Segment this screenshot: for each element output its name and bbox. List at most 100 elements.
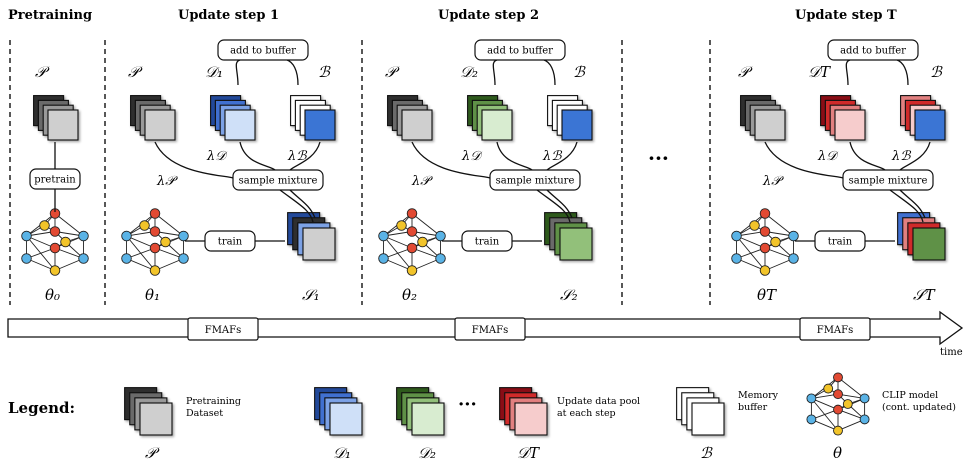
box-train-stepT: train bbox=[814, 230, 866, 252]
symbol-B-step2: ℬ bbox=[573, 63, 586, 81]
fmafs-box-3: FMAFs bbox=[799, 317, 871, 341]
network-node bbox=[149, 208, 161, 219]
header-update-step-1: Update step 1 bbox=[178, 8, 279, 23]
legend-pretraining-line2: Dataset bbox=[186, 408, 223, 419]
network-node bbox=[788, 230, 799, 242]
network-step1 bbox=[121, 208, 189, 276]
network-node bbox=[435, 253, 446, 264]
stack-P-stepT bbox=[740, 95, 786, 141]
network-node bbox=[759, 242, 771, 254]
box-add-to-buffer-step1: add to buffer bbox=[217, 39, 309, 61]
network-node bbox=[859, 414, 870, 425]
network-stepT bbox=[731, 208, 799, 276]
fmafs-label-3: FMAFs bbox=[817, 325, 853, 336]
network-node bbox=[759, 208, 771, 219]
network-node bbox=[749, 220, 760, 231]
networks-layer bbox=[21, 208, 870, 436]
stack-S-step2 bbox=[544, 212, 593, 261]
network-node bbox=[833, 372, 843, 383]
symbol-D1: 𝒟₁ bbox=[205, 63, 223, 81]
network-node bbox=[378, 253, 389, 264]
legend-stack-DT bbox=[499, 387, 548, 436]
box-pretrain-label: pretrain bbox=[34, 175, 76, 186]
stack-S-step1 bbox=[287, 212, 336, 261]
symbol-theta1: θ₁ bbox=[145, 286, 160, 304]
network-node bbox=[149, 265, 161, 276]
stack-B-step1 bbox=[290, 95, 336, 141]
legend-update-pool-label: Update data pool at each step bbox=[557, 396, 640, 419]
network-node bbox=[149, 226, 161, 237]
box-sample-mixture-step1: sample mixture bbox=[232, 169, 324, 191]
stack-pretrain-P bbox=[33, 95, 79, 141]
header-update-step-t: Update step T bbox=[795, 8, 897, 23]
symbol-P-step2: 𝒫 bbox=[385, 63, 400, 81]
network-node bbox=[60, 236, 71, 248]
network-node bbox=[406, 265, 418, 276]
network-node bbox=[49, 242, 61, 254]
legend-symbol-B: ℬ bbox=[700, 444, 713, 461]
fmafs-box-2: FMAFs bbox=[454, 317, 526, 341]
boxes-layer: pretrain add to buffer sample mixture train… bbox=[29, 39, 934, 252]
network-theta0 bbox=[21, 208, 89, 276]
network-node bbox=[859, 393, 870, 404]
header-update-step-2: Update step 2 bbox=[438, 8, 539, 23]
legend-stack-pretraining bbox=[124, 387, 173, 436]
symbol-P-stepT: 𝒫 bbox=[738, 63, 753, 81]
legend-symbol-D1: 𝒟₁ bbox=[333, 444, 351, 461]
legend-ellipsis: ··· bbox=[458, 394, 477, 415]
symbol-thetaT: θT bbox=[757, 286, 777, 304]
stack-P-step1 bbox=[130, 95, 176, 141]
connectors-layer bbox=[54, 59, 931, 242]
fmafs-label-2: FMAFs bbox=[472, 325, 508, 336]
symbol-lambdaB-step2: λℬ bbox=[542, 149, 562, 164]
symbol-lambdaB-stepT: λℬ bbox=[891, 149, 911, 164]
box-train-step1: train bbox=[204, 230, 256, 252]
legend-symbol-P: 𝒫 bbox=[145, 444, 160, 461]
network-node bbox=[121, 253, 132, 264]
legend-clip-label: CLIP model (cont. updated) bbox=[882, 390, 956, 413]
box-sample-mixture-stepT-label: sample mixture bbox=[849, 176, 928, 187]
symbol-D2: 𝒟₂ bbox=[460, 63, 478, 81]
time-label: time bbox=[940, 347, 963, 358]
network-node bbox=[731, 230, 742, 242]
network-node bbox=[78, 253, 89, 264]
network-node bbox=[759, 265, 771, 276]
symbol-ST: 𝒮T bbox=[913, 286, 936, 304]
network-node bbox=[406, 208, 418, 219]
network-node bbox=[770, 236, 781, 248]
symbol-B-stepT: ℬ bbox=[930, 63, 943, 81]
network-node bbox=[49, 226, 61, 237]
separators bbox=[9, 40, 711, 305]
network-node bbox=[149, 242, 161, 254]
network-node bbox=[49, 265, 61, 276]
legend-stack-buffer bbox=[676, 387, 725, 436]
legend-symbol-D2: 𝒟₂ bbox=[418, 444, 436, 461]
box-pretrain: pretrain bbox=[29, 168, 81, 190]
legend-memory-line2: buffer bbox=[738, 402, 768, 413]
symbol-B-step1: ℬ bbox=[318, 63, 331, 81]
box-train-step1-label: train bbox=[218, 237, 243, 248]
network-node bbox=[731, 253, 742, 264]
symbol-lambdaP-stepT: λ𝒫 bbox=[762, 174, 784, 189]
legend-update-pool-line2: at each step bbox=[557, 408, 616, 419]
box-sample-mixture-step2-label: sample mixture bbox=[496, 176, 575, 187]
network-node bbox=[121, 230, 132, 242]
network-node bbox=[435, 230, 446, 242]
network-node bbox=[833, 389, 843, 400]
symbol-P-step1: 𝒫 bbox=[128, 63, 143, 81]
network-node bbox=[21, 253, 32, 264]
network-node bbox=[833, 404, 843, 415]
network-node bbox=[78, 230, 89, 242]
box-sample-mixture-step1-label: sample mixture bbox=[239, 176, 318, 187]
network-node bbox=[406, 242, 418, 254]
legend-stack-D1 bbox=[314, 387, 363, 436]
box-add-to-buffer-step1-label: add to buffer bbox=[230, 46, 296, 57]
legend-clip-line2: (cont. updated) bbox=[882, 402, 956, 413]
symbol-lambdaD-step2: λ𝒟 bbox=[461, 149, 483, 164]
network-node bbox=[39, 220, 50, 231]
stack-D-step1 bbox=[210, 95, 256, 141]
symbol-lambdaD-stepT: λ𝒟 bbox=[817, 149, 839, 164]
network-node bbox=[823, 383, 834, 394]
network-node bbox=[139, 220, 150, 231]
